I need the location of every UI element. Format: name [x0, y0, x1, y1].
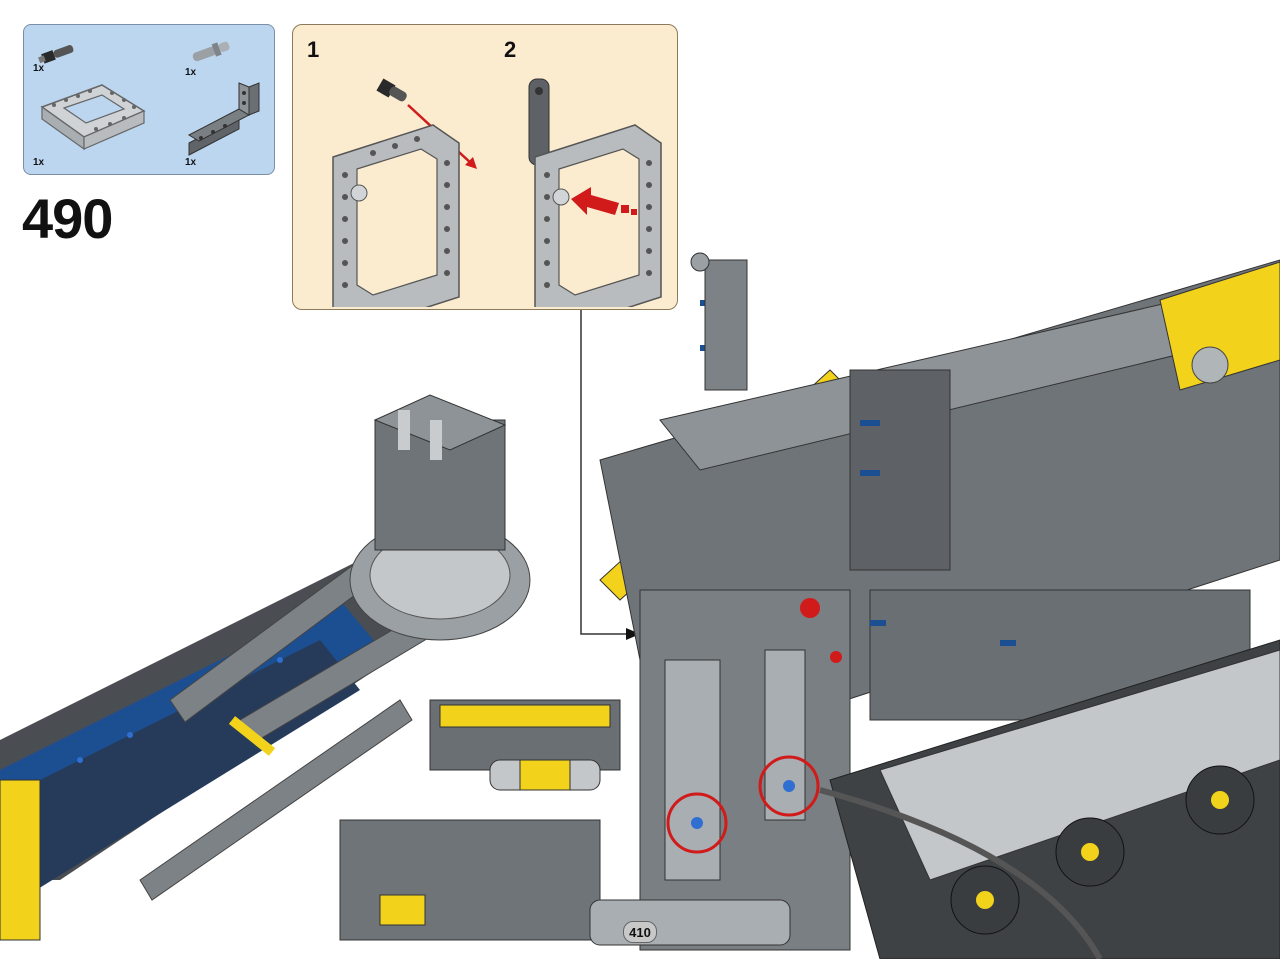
- liftarm-l-shape-icon: [187, 82, 260, 156]
- linear-actuators: [429, 699, 621, 791]
- part-qty: 1x: [185, 67, 197, 78]
- axle-pin-icon: [38, 45, 74, 64]
- substep-2-illustration: [528, 78, 662, 307]
- lower-base: [339, 819, 791, 946]
- axle-pin-icon: [376, 78, 407, 102]
- front-frame-section: [639, 589, 851, 951]
- substep-number: 2: [504, 37, 517, 62]
- axle-pin-with-friction-icon: [192, 41, 230, 62]
- substep-number: 1: [307, 37, 320, 62]
- substep-callout: 1 2: [292, 24, 678, 310]
- turntable-gear: [349, 394, 531, 641]
- technic-frame-5x7-icon: [332, 124, 460, 307]
- technic-frame-5x7-icon: [534, 124, 662, 307]
- part-qty: 1x: [33, 157, 45, 168]
- substep-1-illustration: [332, 78, 477, 307]
- highlight-circle-hole: [666, 792, 728, 854]
- technic-frame-5x7-icon: [40, 84, 146, 151]
- part-qty: 1x: [185, 157, 197, 168]
- step-number: 490: [22, 187, 113, 250]
- crawler-track: [819, 639, 1280, 959]
- highlight-circle-hole: [758, 755, 820, 817]
- parts-list-callout: 1x 1x 1x 1x: [23, 24, 275, 175]
- part-qty: 1x: [33, 63, 45, 74]
- push-arrow-icon: [571, 187, 637, 215]
- page-number: 410: [623, 921, 657, 943]
